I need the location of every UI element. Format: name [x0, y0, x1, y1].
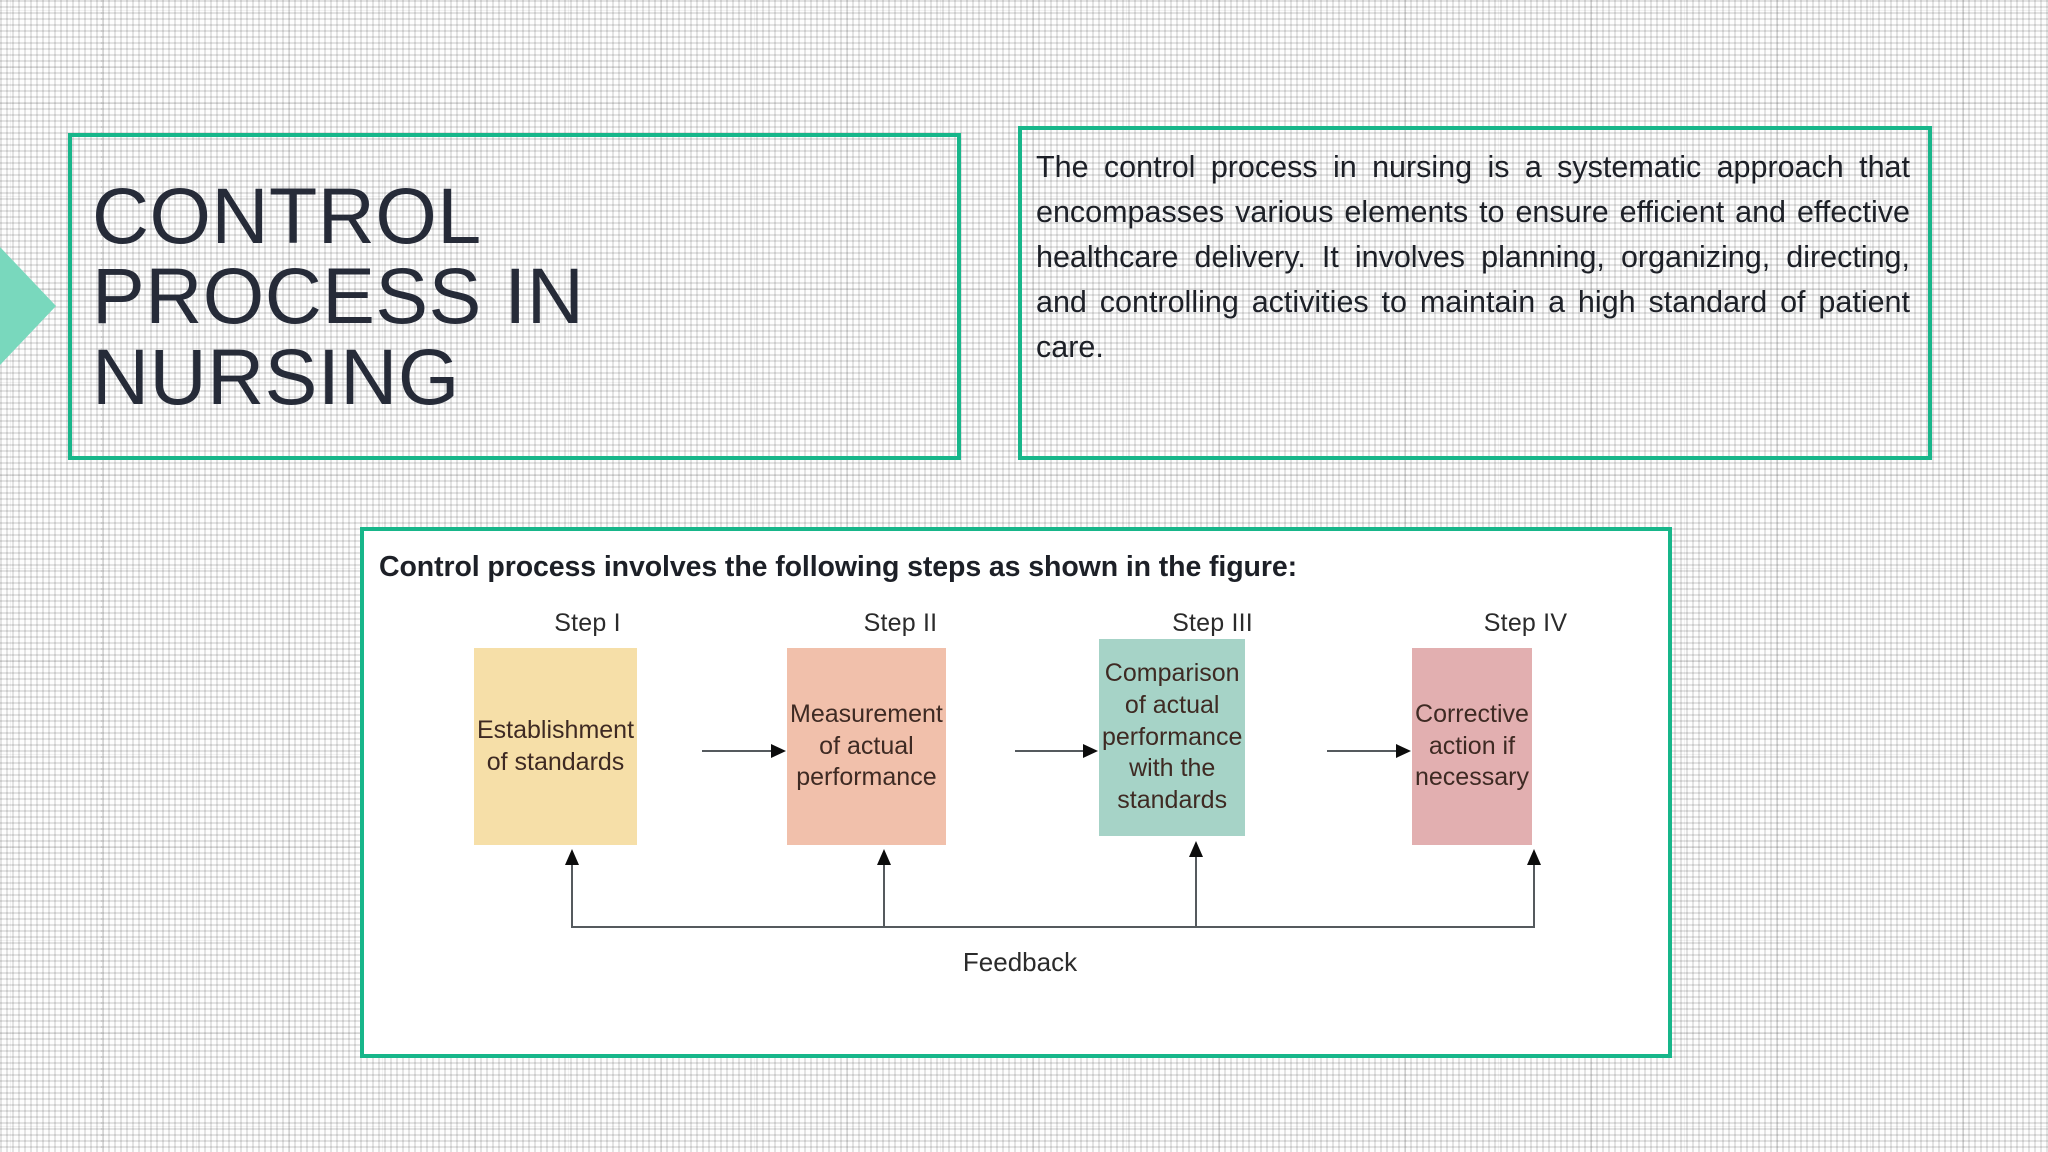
arrow-head [1396, 744, 1411, 758]
feedback-bus-line [571, 926, 1534, 928]
arrow-right-icon-step3-step4 [1327, 744, 1411, 758]
arrow-shaft [1015, 750, 1084, 752]
title-card: CONTROL PROCESS IN NURSING [68, 133, 961, 460]
intro-card: The control process in nursing is a syst… [1018, 126, 1932, 460]
arrow-up-icon-step3 [1189, 841, 1203, 857]
flow-step-2-box: Measurement of actual performance [787, 648, 946, 845]
arrow-up-icon-step1 [565, 849, 579, 865]
feedback-riser-step1 [571, 862, 573, 928]
arrow-up-icon-step4 [1527, 849, 1541, 865]
flow-step-4-label: Step IV [1483, 609, 1568, 637]
flow-diagram: Step I Establishment of standards Step I… [364, 609, 1676, 1054]
flow-step-4-box: Corrective action if necessary [1412, 648, 1532, 845]
arrow-right-icon-step2-step3 [1015, 744, 1098, 758]
feedback-riser-step4 [1533, 862, 1535, 928]
feedback-riser-step2 [883, 862, 885, 928]
flow-step-2-label: Step II [863, 609, 938, 637]
intro-paragraph: The control process in nursing is a syst… [1036, 150, 1910, 364]
flow-step-3-label: Step III [1172, 609, 1253, 637]
arrow-head [771, 744, 786, 758]
feedback-riser-step3 [1195, 854, 1197, 928]
flow-step-3-box: Comparison of actual performance with th… [1099, 639, 1246, 836]
arrow-shaft [702, 750, 772, 752]
arrow-right-icon-step1-step2 [702, 744, 786, 758]
flow-step-1-label: Step I [554, 609, 621, 637]
feedback-label: Feedback [962, 947, 1078, 977]
page-title: CONTROL PROCESS IN NURSING [92, 170, 585, 421]
figure-panel: Control process involves the following s… [360, 527, 1672, 1058]
figure-caption: Control process involves the following s… [379, 551, 1297, 583]
arrow-up-icon-step2 [877, 849, 891, 865]
arrow-head [1083, 744, 1098, 758]
arrow-shaft [1327, 750, 1397, 752]
flow-step-1-box: Establishment of standards [474, 648, 638, 845]
